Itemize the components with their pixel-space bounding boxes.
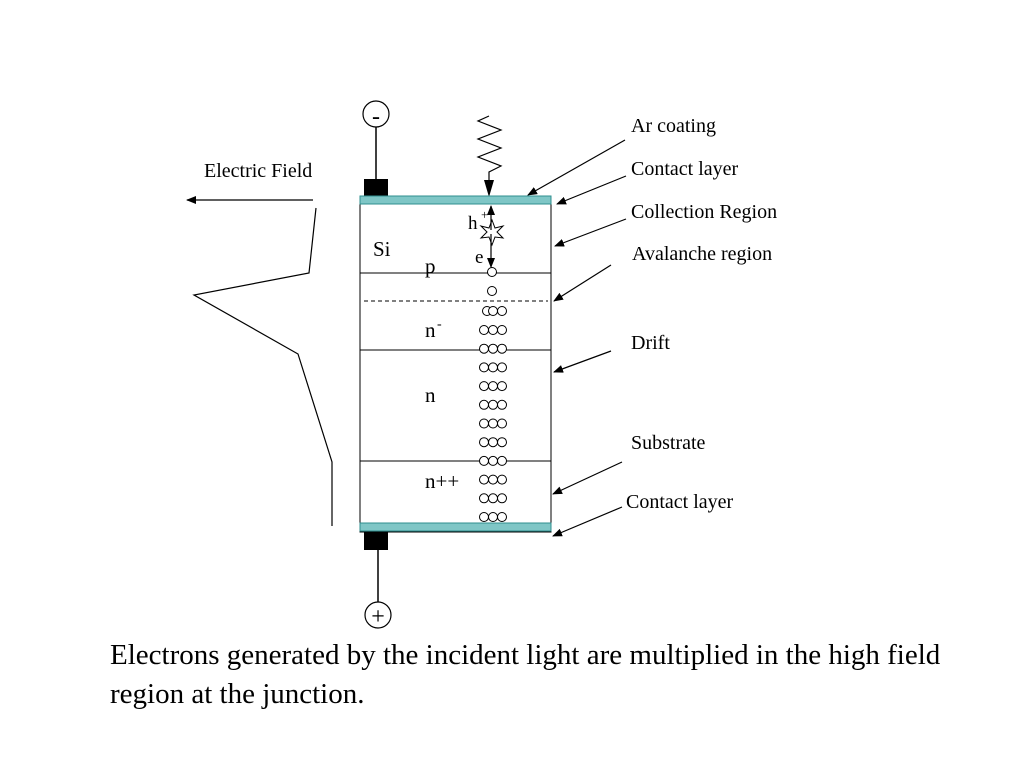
- electron-dot: [479, 512, 489, 522]
- negative-terminal: -: [362, 100, 390, 196]
- field-profile-curve: [192, 207, 333, 526]
- electron-dot: [497, 343, 507, 354]
- electron-dot: [497, 474, 507, 485]
- electron-dot: [488, 437, 498, 448]
- electron-dot: [479, 474, 489, 485]
- electron-dot: [488, 381, 498, 392]
- hole-superscript: +: [481, 207, 488, 222]
- electron-dot: [497, 381, 507, 392]
- electron-dot: [487, 267, 497, 277]
- callout-arrow-substrate: [552, 461, 623, 495]
- device-cross-section: [359, 195, 552, 533]
- top-contact-layer: [359, 195, 552, 205]
- callout-arrow-drift: [553, 350, 612, 373]
- electron-dot: [488, 362, 498, 373]
- electron-dot: [479, 362, 489, 373]
- photon-arrowhead: [484, 180, 494, 197]
- positive-terminal: +: [364, 532, 392, 630]
- electron-dot: [488, 455, 498, 466]
- positive-terminal-circle: [364, 601, 392, 629]
- callout-substrate: Substrate: [631, 432, 706, 454]
- electron-dot: [497, 493, 507, 504]
- slide-caption: Electrons generated by the incident ligh…: [110, 639, 941, 710]
- electron-dot: [479, 381, 489, 392]
- electron-dot: [479, 455, 489, 466]
- callout-contact-layer-bottom: Contact layer: [626, 491, 734, 513]
- hole-label: h: [468, 213, 478, 234]
- electron-multiplication-cloud: [479, 267, 507, 522]
- layer-label-p: p: [425, 254, 436, 278]
- layer-label-n-minus-sup: -: [437, 317, 442, 332]
- electron-dot: [497, 437, 507, 448]
- positive-terminal-sign: +: [371, 604, 385, 630]
- electron-dot: [479, 437, 489, 448]
- electron-dot: [479, 493, 489, 504]
- carrier-generation: h + e: [468, 205, 505, 268]
- layer-label-n: n: [425, 383, 436, 407]
- callout-drift: Drift: [631, 332, 670, 354]
- electron-dot: [488, 325, 498, 335]
- electron-dot: [479, 418, 489, 429]
- electron-dot: [479, 343, 489, 354]
- top-electrode: [364, 179, 388, 196]
- callout-ar-coating: Ar coating: [631, 115, 716, 137]
- photon-wave: [476, 115, 503, 181]
- electron-dot: [488, 493, 498, 504]
- electron-dot: [497, 418, 507, 429]
- electron-dot: [497, 362, 507, 373]
- callouts: Ar coating Contact layer Collection Regi…: [527, 115, 777, 537]
- callout-arrow-avalanche-region: [553, 264, 612, 302]
- electron-dot: [497, 325, 507, 335]
- electron-label: e: [475, 247, 483, 268]
- electron-dot: [479, 325, 489, 335]
- electron-dot: [488, 474, 498, 485]
- electron-dot: [488, 306, 498, 316]
- electron-dot: [497, 512, 507, 522]
- electric-field-label: Electric Field: [204, 160, 312, 182]
- silicon-body: [359, 195, 552, 533]
- electron-dot: [488, 343, 498, 354]
- bottom-contact-layer: [359, 522, 552, 532]
- electron-dot: [497, 306, 507, 316]
- callout-arrow-ar-coating: [527, 139, 626, 196]
- bottom-electrode: [364, 532, 388, 550]
- incident-light: [476, 115, 503, 197]
- electron-dot: [479, 399, 489, 410]
- electron-dot: [497, 455, 507, 466]
- callout-arrow-contact-layer-bottom: [552, 506, 623, 537]
- negative-terminal-sign: -: [372, 104, 380, 130]
- callout-collection-region: Collection Region: [631, 201, 777, 223]
- electron-dot: [487, 286, 497, 296]
- generation-burst-icon: [479, 218, 505, 247]
- callout-arrow-contact-layer-top: [556, 175, 627, 205]
- layer-label-n-minus-base: n: [425, 318, 436, 342]
- layer-label-n-plus-plus: n++: [425, 469, 459, 493]
- electric-field-profile: Electric Field: [186, 160, 333, 526]
- si-label: Si: [373, 237, 391, 261]
- callout-arrow-collection-region: [554, 218, 627, 247]
- callout-avalanche-region: Avalanche region: [632, 243, 772, 265]
- callout-contact-layer-top: Contact layer: [631, 158, 739, 180]
- electron-dot: [497, 399, 507, 410]
- electron-dot: [488, 399, 498, 410]
- electron-dot: [488, 418, 498, 429]
- electron-dot: [488, 512, 498, 522]
- layer-label-n-minus: n -: [425, 317, 442, 342]
